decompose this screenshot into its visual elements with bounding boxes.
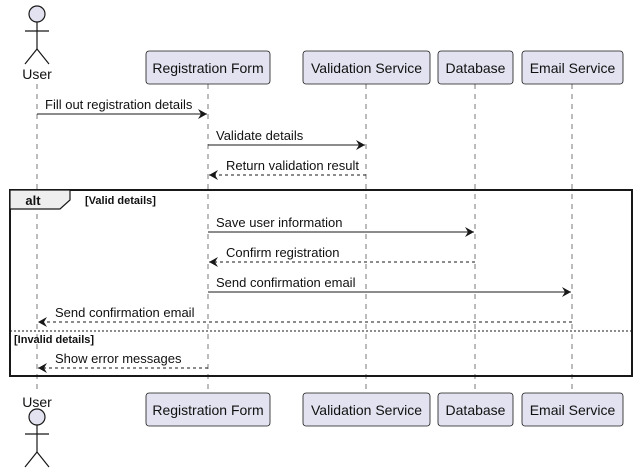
actor-right-leg — [36, 48, 50, 65]
actor-stick-figure-icon — [24, 408, 50, 468]
message-label-8: Show error messages — [55, 351, 182, 366]
participant-label-top-validation: Validation Service — [311, 60, 422, 76]
alt-frame — [9, 189, 633, 377]
participant-label-top-email: Email Service — [530, 60, 616, 76]
message-label-3: Return validation result — [226, 158, 359, 173]
participant-box-bottom-validation — [302, 392, 431, 427]
actor-left-leg — [24, 48, 38, 65]
message-label-6: Send confirmation email — [216, 275, 356, 290]
participant-box-top-form — [145, 50, 271, 85]
participant-label-top-form: Registration Form — [152, 60, 263, 76]
participant-top-user: User — [22, 66, 52, 82]
participant-box-top-validation — [302, 50, 431, 85]
participant-box-bottom-database — [437, 392, 514, 427]
message-label-4: Save user information — [216, 215, 342, 230]
actor-head — [28, 408, 46, 426]
participant-label-bottom-form: Registration Form — [152, 402, 263, 418]
participant-box-top-email — [521, 50, 624, 85]
participant-label-bottom-email: Email Service — [530, 402, 616, 418]
participant-bottom-user: User — [22, 394, 52, 410]
participant-label-bottom-database: Database — [446, 402, 506, 418]
participant-box-top-database — [437, 50, 514, 85]
message-label-2: Validate details — [216, 128, 304, 143]
actor-stick-figure-icon — [24, 5, 50, 65]
message-label-1: Fill out registration details — [45, 97, 193, 112]
alt-guard-invalid: [Invalid details] — [14, 334, 94, 346]
message-label-5: Confirm registration — [226, 245, 339, 260]
actor-head — [28, 5, 46, 23]
participant-box-bottom-form — [145, 392, 271, 427]
actor-left-leg — [24, 451, 38, 468]
participant-label-bottom-validation: Validation Service — [311, 402, 422, 418]
alt-frame-tag-label: alt — [25, 193, 41, 208]
alt-guard-valid: [Valid details] — [85, 195, 156, 207]
alt-frame-tag — [9, 189, 71, 210]
participant-box-bottom-email — [521, 392, 624, 427]
participant-label-top-database: Database — [446, 60, 506, 76]
message-label-7: Send confirmation email — [55, 305, 195, 320]
actor-right-leg — [36, 451, 50, 468]
